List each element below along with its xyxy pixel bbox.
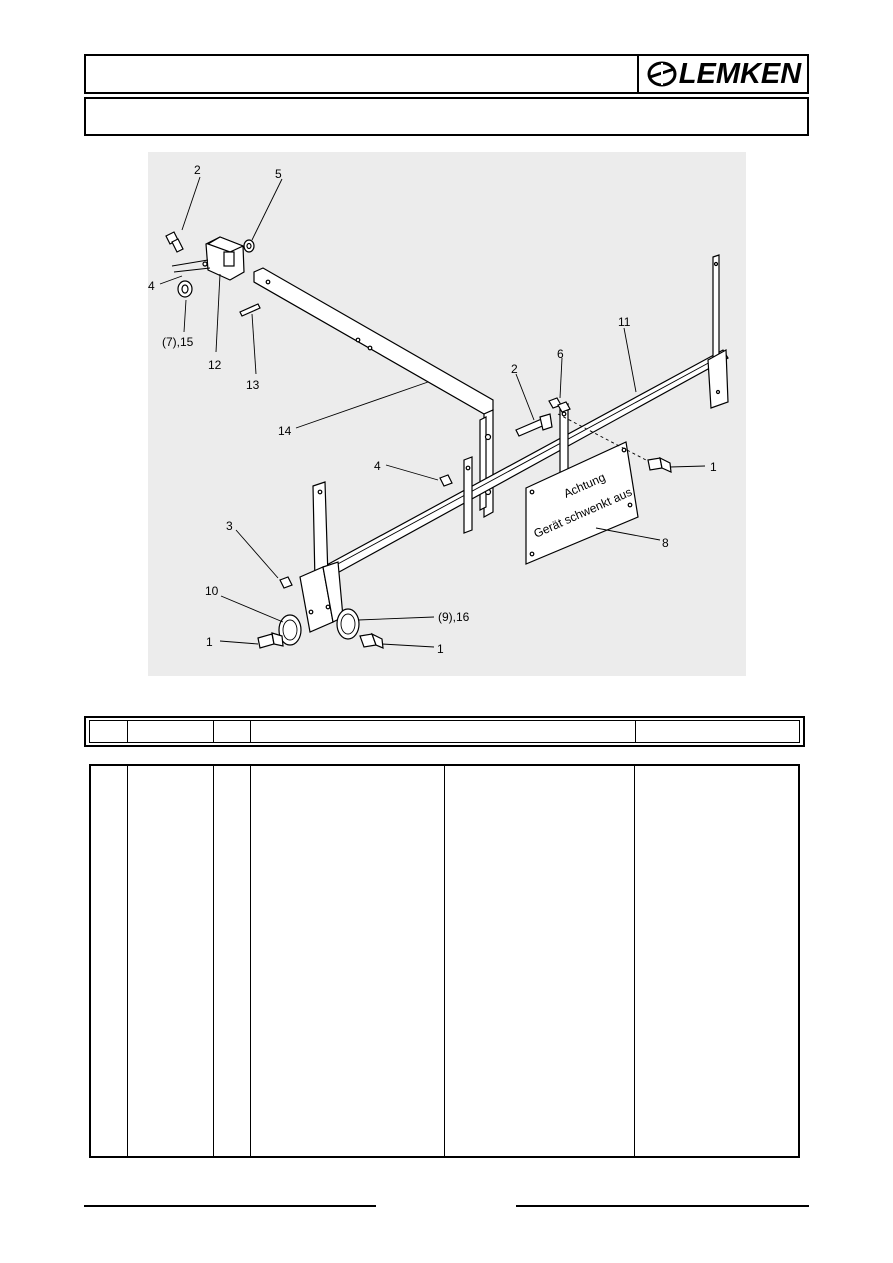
- callout-3: 3: [226, 519, 233, 533]
- pin-13: [239, 303, 261, 317]
- parts-table-body: [89, 764, 800, 1158]
- callout-8: 8: [662, 536, 669, 550]
- body-col-divider: [250, 766, 251, 1156]
- header-divider: [637, 54, 639, 94]
- parts-table-header: [89, 720, 800, 743]
- callout-14: 14: [278, 424, 292, 438]
- header-col-divider: [127, 721, 128, 742]
- subheader-box: [84, 97, 809, 136]
- lemken-swoosh-icon: [647, 61, 677, 87]
- callout-4-top: 4: [148, 279, 155, 293]
- callout-11: 11: [618, 315, 631, 329]
- nut-3: [279, 576, 293, 589]
- reflector-16: [336, 608, 360, 640]
- header-col-divider: [250, 721, 251, 742]
- callout-5: 5: [275, 167, 282, 181]
- brand-logo: LEMKEN: [640, 56, 808, 92]
- callout-1-left: 1: [206, 635, 213, 649]
- callout-13: 13: [246, 378, 260, 392]
- header-col-divider: [213, 721, 214, 742]
- callout-1-bottom-right: 1: [437, 642, 444, 656]
- body-col-divider: [213, 766, 214, 1156]
- bolt-1-left: [257, 633, 275, 649]
- callout-2-middle: 2: [511, 362, 518, 376]
- reflector-10: [278, 614, 302, 646]
- callout-1-right: 1: [710, 460, 717, 474]
- footer-line-left: [84, 1205, 376, 1207]
- exploded-parts-drawing: Achtung Gerät schwenkt aus: [148, 152, 746, 676]
- nut-6b: [557, 401, 571, 413]
- bar-14: [253, 267, 494, 415]
- callout-12: 12: [208, 358, 222, 372]
- body-col-divider: [634, 766, 635, 1156]
- callout-2-top: 2: [194, 163, 201, 177]
- callout-4-middle: 4: [374, 459, 381, 473]
- callout-9-16: (9),16: [438, 610, 470, 624]
- right-post: [712, 254, 720, 361]
- parts-table-header-frame: [84, 716, 805, 747]
- nut-4-middle: [439, 474, 453, 487]
- warning-sign-8: [525, 441, 639, 565]
- footer-line-right: [516, 1205, 809, 1207]
- callout-10: 10: [205, 584, 219, 598]
- parts-diagram-svg: Achtung Gerät schwenkt aus: [148, 163, 729, 656]
- bracket-small: [463, 456, 473, 534]
- header-col-divider: [635, 721, 636, 742]
- callout-7-15: (7),15: [162, 335, 194, 349]
- brand-name: LEMKEN: [678, 57, 802, 90]
- callout-6: 6: [557, 347, 564, 361]
- header-box: [84, 54, 809, 94]
- body-col-divider: [444, 766, 445, 1156]
- body-col-divider: [127, 766, 128, 1156]
